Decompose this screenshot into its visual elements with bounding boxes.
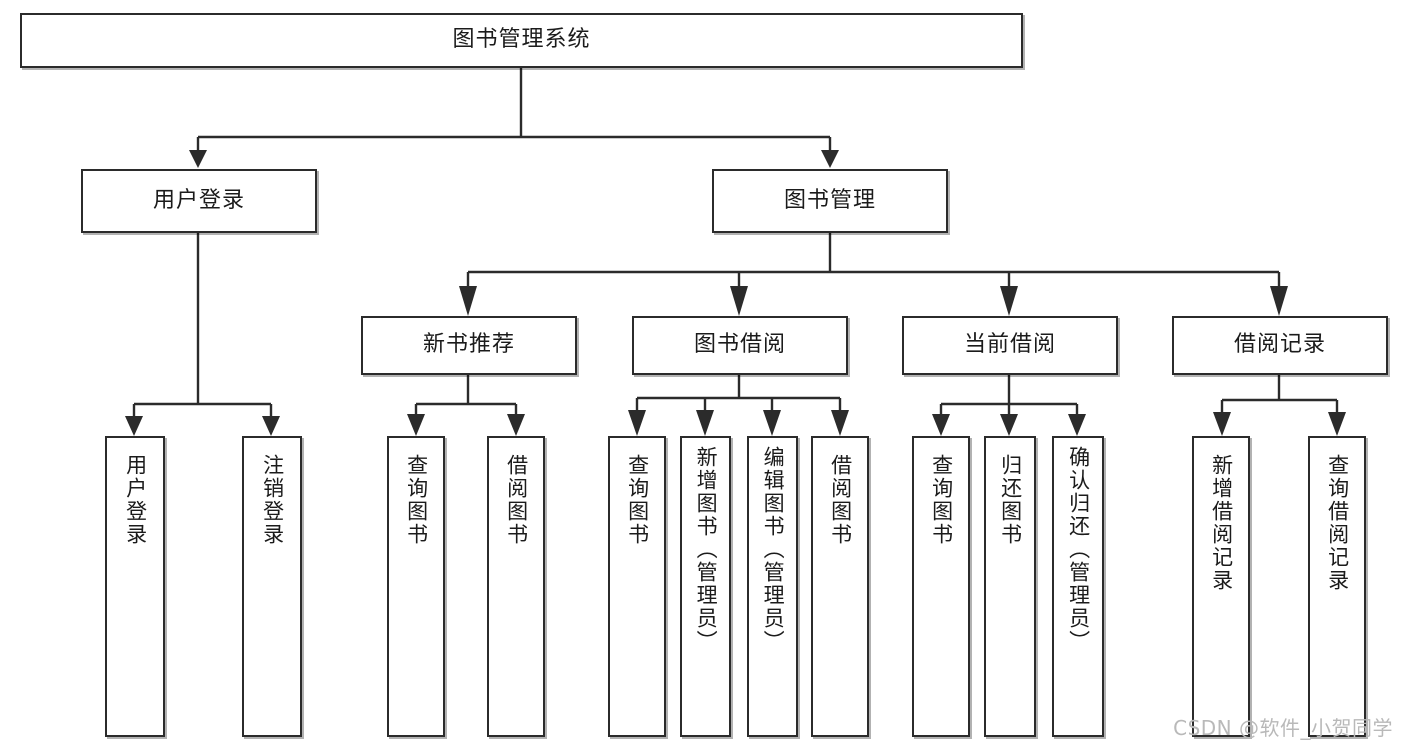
leaf-label-current-return-book: 归还图书: [998, 454, 1023, 546]
arrow-to-book-manage: [821, 150, 839, 168]
node-label-book-management: 图书管理: [783, 187, 876, 213]
node-book-borrow[interactable]: 图书借阅: [632, 316, 848, 375]
leaf-label-current-query-book: 查询图书: [929, 454, 954, 546]
arrow-current-l2: [1000, 414, 1018, 436]
node-current-borrow[interactable]: 当前借阅: [902, 316, 1118, 375]
node-leaf-user-login-login[interactable]: 用户登录: [105, 436, 165, 737]
node-leaf-current-return-book[interactable]: 归还图书: [984, 436, 1036, 737]
arrow-recommend-l2: [507, 414, 525, 436]
node-label-root: 图书管理系统: [452, 27, 591, 53]
node-book-management[interactable]: 图书管理: [712, 169, 948, 233]
arrow-userlogin-l2: [262, 416, 280, 436]
arrow-record-l1: [1213, 412, 1231, 436]
leaf-label-borrow-add-book: 新增图书（管理员）: [694, 446, 719, 653]
arrow-to-recommend: [459, 286, 477, 316]
arrow-borrow-l3: [763, 410, 781, 436]
node-leaf-record-add-record[interactable]: 新增借阅记录: [1192, 436, 1250, 737]
node-leaf-user-login-logout[interactable]: 注销登录: [242, 436, 302, 737]
node-label-book-borrow: 图书借阅: [693, 332, 786, 358]
node-label-borrow-record: 借阅记录: [1233, 332, 1326, 358]
leaf-label-user-login-logout: 注销登录: [260, 454, 285, 546]
leaf-label-user-login-login: 用户登录: [123, 454, 148, 546]
node-root-system[interactable]: 图书管理系统: [20, 13, 1023, 68]
leaf-label-recommend-borrow-book: 借阅图书: [504, 454, 529, 546]
node-leaf-borrow-borrow-book[interactable]: 借阅图书: [811, 436, 869, 737]
arrow-to-user-login: [189, 150, 207, 168]
arrow-borrow-l1: [628, 410, 646, 436]
arrow-borrow-l2: [696, 410, 714, 436]
node-leaf-recommend-borrow-book[interactable]: 借阅图书: [487, 436, 545, 737]
leaf-label-borrow-query-book: 查询图书: [625, 454, 650, 546]
node-leaf-borrow-query-book[interactable]: 查询图书: [608, 436, 666, 737]
node-leaf-borrow-add-book[interactable]: 新增图书（管理员）: [680, 436, 731, 737]
node-new-book-recommend[interactable]: 新书推荐: [361, 316, 577, 375]
node-label-current-borrow: 当前借阅: [963, 332, 1056, 358]
leaf-label-recommend-query-book: 查询图书: [404, 454, 429, 546]
leaf-label-record-query-record: 查询借阅记录: [1325, 454, 1350, 592]
arrow-to-current: [1000, 286, 1018, 316]
node-label-user-login: 用户登录: [152, 187, 245, 213]
arrow-userlogin-l1: [125, 416, 143, 436]
node-leaf-current-confirm-return[interactable]: 确认归还（管理员）: [1052, 436, 1104, 737]
node-leaf-recommend-query-book[interactable]: 查询图书: [387, 436, 445, 737]
arrow-current-l3: [1068, 414, 1086, 436]
leaf-label-current-confirm-return: 确认归还（管理员）: [1066, 446, 1091, 653]
leaf-label-borrow-edit-book: 编辑图书（管理员）: [761, 446, 786, 653]
node-user-login[interactable]: 用户登录: [81, 169, 317, 233]
node-leaf-record-query-record[interactable]: 查询借阅记录: [1308, 436, 1366, 737]
arrow-to-record: [1270, 286, 1288, 316]
node-label-new-book-recommend: 新书推荐: [422, 332, 515, 358]
node-borrow-record[interactable]: 借阅记录: [1172, 316, 1388, 375]
node-leaf-borrow-edit-book[interactable]: 编辑图书（管理员）: [747, 436, 798, 737]
arrow-recommend-l1: [407, 414, 425, 436]
node-leaf-current-query-book[interactable]: 查询图书: [912, 436, 970, 737]
leaf-label-record-add-record: 新增借阅记录: [1209, 454, 1234, 592]
arrow-current-l1: [932, 414, 950, 436]
arrow-borrow-l4: [831, 410, 849, 436]
arrow-record-l2: [1328, 412, 1346, 436]
leaf-label-borrow-borrow-book: 借阅图书: [828, 454, 853, 546]
arrow-to-borrow: [730, 286, 748, 316]
